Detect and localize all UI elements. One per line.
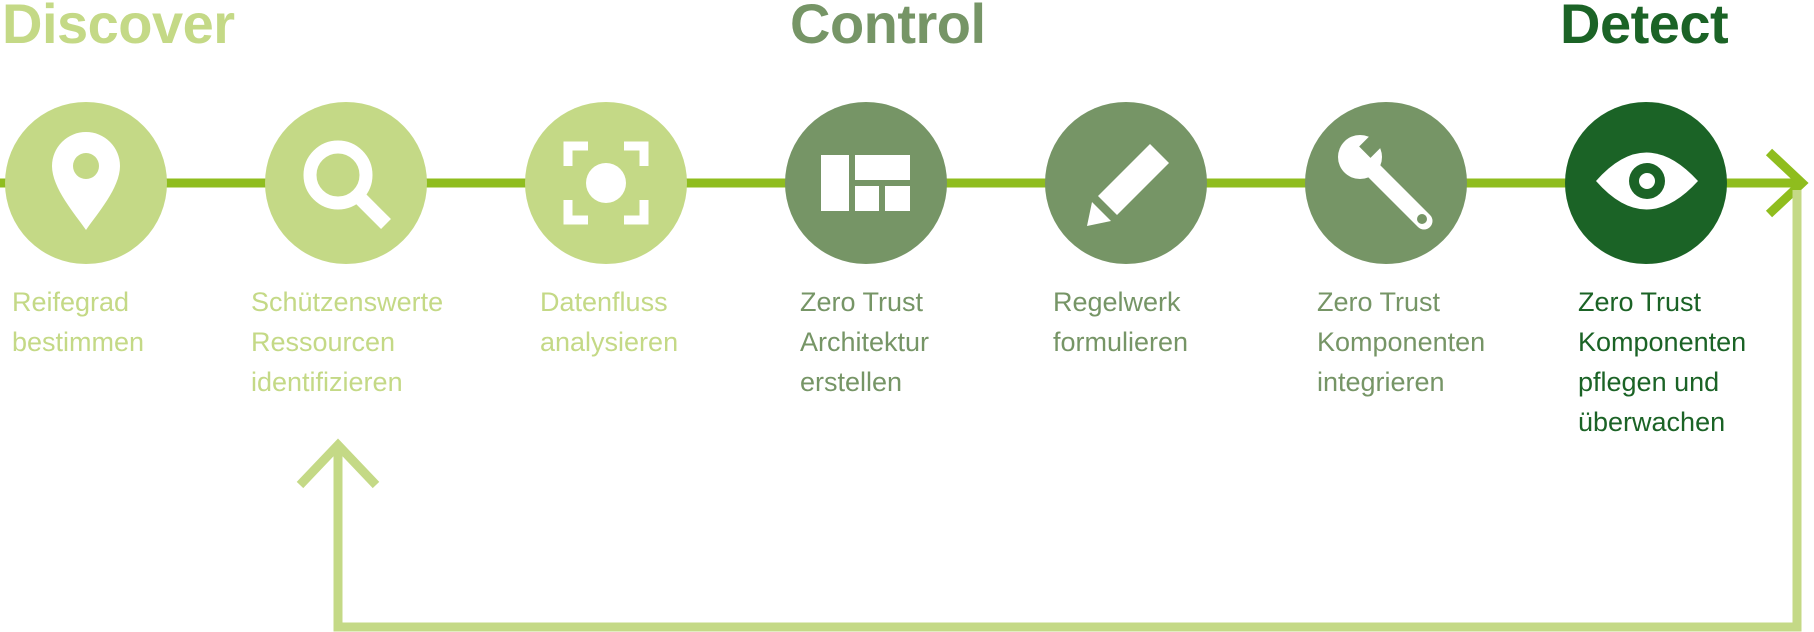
step-3-label: Datenfluss analysieren <box>540 282 770 362</box>
focus-frame-icon <box>563 141 649 225</box>
location-pin-icon <box>52 132 120 230</box>
label-line: identifizieren <box>251 367 403 397</box>
phase-heading-discover: Discover <box>2 0 235 55</box>
eye-icon <box>1596 152 1698 210</box>
label-line: Zero Trust <box>1578 287 1702 317</box>
step-4 <box>785 102 947 264</box>
label-line: Architektur <box>800 327 930 357</box>
label-line: pflegen und <box>1578 367 1720 397</box>
step-1 <box>5 102 167 264</box>
step-5-label: Regelwerk formulieren <box>1053 282 1283 362</box>
step-3 <box>525 102 687 264</box>
label-line: Schützenswerte <box>251 287 444 317</box>
label-line: Datenfluss <box>540 287 668 317</box>
step-7-label: Zero Trust Komponenten pflegen und überw… <box>1578 282 1808 442</box>
feedback-loop-arrowhead <box>296 438 380 489</box>
step-4-label: Zero Trust Architektur erstellen <box>800 282 1030 402</box>
label-line: Reifegrad <box>12 287 130 317</box>
label-line: Ressourcen <box>251 327 396 357</box>
label-line: Komponenten <box>1578 327 1747 357</box>
phase-heading-control: Control <box>790 0 986 55</box>
label-line: überwachen <box>1578 407 1726 437</box>
magnifier-icon <box>303 140 391 229</box>
label-line: erstellen <box>800 367 903 397</box>
label-line: Zero Trust <box>1317 287 1441 317</box>
pencil-icon <box>1087 144 1169 226</box>
step-2-label: Schützenswerte Ressourcen identifizieren <box>251 282 481 402</box>
step-6 <box>1305 102 1467 264</box>
step-1-label: Reifegrad bestimmen <box>12 282 242 362</box>
step-5 <box>1045 102 1207 264</box>
timeline-arrowhead <box>1765 148 1809 218</box>
step-circle <box>265 102 427 264</box>
step-6-label: Zero Trust Komponenten integrieren <box>1317 282 1547 402</box>
label-line: integrieren <box>1317 367 1445 397</box>
label-line: bestimmen <box>12 327 145 357</box>
step-2 <box>265 102 427 264</box>
label-line: formulieren <box>1053 327 1189 357</box>
feedback-loop-line <box>333 190 1802 632</box>
step-circle <box>785 102 947 264</box>
label-line: Zero Trust <box>800 287 924 317</box>
step-7 <box>1565 102 1727 264</box>
layout-grid-icon <box>821 155 910 211</box>
label-line: analysieren <box>540 327 679 357</box>
label-line: Regelwerk <box>1053 287 1181 317</box>
phase-heading-detect: Detect <box>1560 0 1729 55</box>
label-line: Komponenten <box>1317 327 1486 357</box>
wrench-icon <box>1338 128 1433 230</box>
